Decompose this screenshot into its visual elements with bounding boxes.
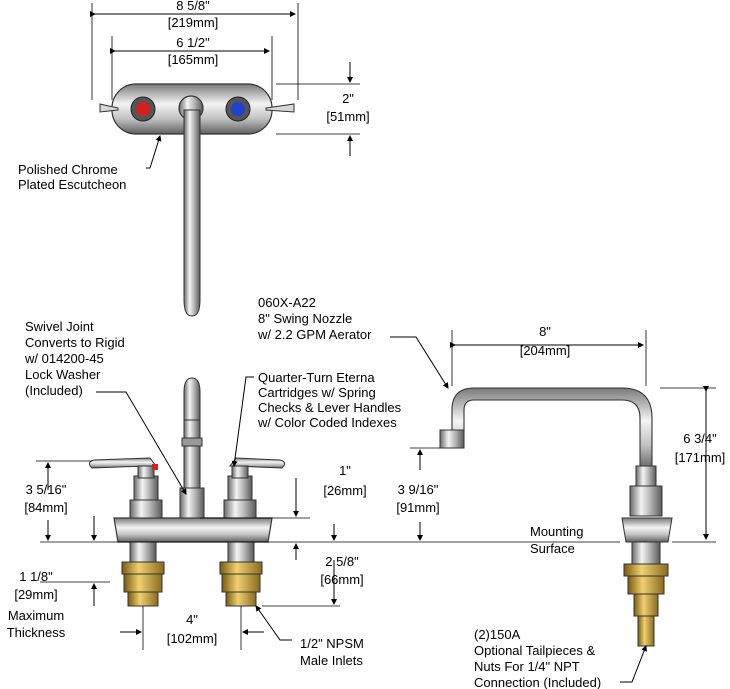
dim-shank-length: 2 5/8" — [325, 554, 359, 569]
dim-nozzle-height: 6 3/4" — [683, 431, 717, 446]
label-nozzle-1: 060X-A22 — [258, 295, 316, 310]
label-cartridges-2: Cartridges w/ Spring — [258, 385, 376, 400]
label-mounting-2: Surface — [530, 541, 575, 556]
dim-max-thickness-mm: [29mm] — [14, 587, 57, 602]
label-swivel-2: Converts to Rigid — [25, 335, 125, 350]
label-swivel-1: Swivel Joint — [25, 319, 94, 334]
dim-centers-mm: [165mm] — [168, 52, 219, 67]
label-inlets-1: 1/2" NPSM — [300, 636, 364, 651]
top-view: 8 5/8" [219mm] 6 1/2" [165mm] 2" [51mm] … — [18, 0, 370, 317]
dim-escutcheon-depth: 2" — [342, 91, 354, 106]
label-swivel-3: w/ 014200-45 — [24, 351, 104, 366]
swing-nozzle — [451, 387, 653, 471]
label-nozzle-3: w/ 2.2 GPM Aerator — [257, 327, 372, 342]
label-tailpieces-2: Optional Tailpieces & — [474, 643, 595, 658]
label-swivel-5: (Included) — [25, 383, 83, 398]
label-cartridges-1: Quarter-Turn Eterna — [258, 370, 375, 385]
faucet-body — [113, 517, 273, 543]
hot-index-dot — [136, 102, 150, 116]
dim-overall-width-mm: [219mm] — [168, 15, 219, 30]
nozzle-top-view — [183, 109, 201, 317]
dim-nozzle-height-mm: [171mm] — [675, 450, 726, 465]
label-max-thickness-2: Thickness — [7, 625, 66, 640]
dim-escutcheon-depth-mm: [51mm] — [326, 109, 369, 124]
dim-body-height-mm: [26mm] — [323, 483, 366, 498]
label-cartridges-3: Checks & Lever Handles — [258, 400, 402, 415]
label-escutcheon-1: Polished Chrome — [18, 162, 118, 177]
label-swivel-4: Lock Washer — [25, 367, 101, 382]
aerator — [439, 429, 465, 449]
front-view: 3 5/16" [84mm] 1 1/8" [29mm] Maximum Thi… — [7, 319, 620, 668]
label-nozzle-2: 8" Swing Nozzle — [258, 311, 352, 326]
dim-inlet-spacing: 4" — [186, 612, 198, 627]
side-view: 8" [204mm] 6 3/4" [171mm] 3 9/16" [91mm]… — [257, 295, 725, 689]
dim-centers: 6 1/2" — [176, 35, 210, 50]
dim-outlet-height-mm: [91mm] — [396, 500, 439, 515]
dim-handle-height-mm: [84mm] — [24, 500, 67, 515]
dim-shank-length-mm: [66mm] — [320, 572, 363, 587]
label-tailpieces-1: (2)150A — [474, 627, 521, 642]
label-inlets-2: Male Inlets — [300, 653, 363, 668]
dim-outlet-height: 3 9/16" — [398, 482, 439, 497]
dim-nozzle-reach-mm: [204mm] — [520, 343, 571, 358]
label-tailpieces-3: Nuts For 1/4" NPT — [474, 659, 580, 674]
tailpiece — [637, 615, 655, 647]
dim-max-thickness: 1 1/8" — [19, 569, 53, 584]
cold-index-dot — [231, 102, 245, 116]
dim-overall-width: 8 5/8" — [176, 0, 210, 13]
label-tailpieces-4: Connection (Included) — [474, 675, 601, 689]
dim-handle-height: 3 5/16" — [26, 482, 67, 497]
label-max-thickness-1: Maximum — [8, 608, 64, 623]
dim-nozzle-reach: 8" — [539, 324, 551, 339]
dim-inlet-spacing-mm: [102mm] — [167, 631, 218, 646]
label-escutcheon-2: Plated Escutcheon — [18, 177, 126, 192]
label-cartridges-4: w/ Color Coded Indexes — [257, 415, 397, 430]
dim-body-height: 1" — [339, 463, 351, 478]
label-mounting-1: Mounting — [530, 524, 583, 539]
